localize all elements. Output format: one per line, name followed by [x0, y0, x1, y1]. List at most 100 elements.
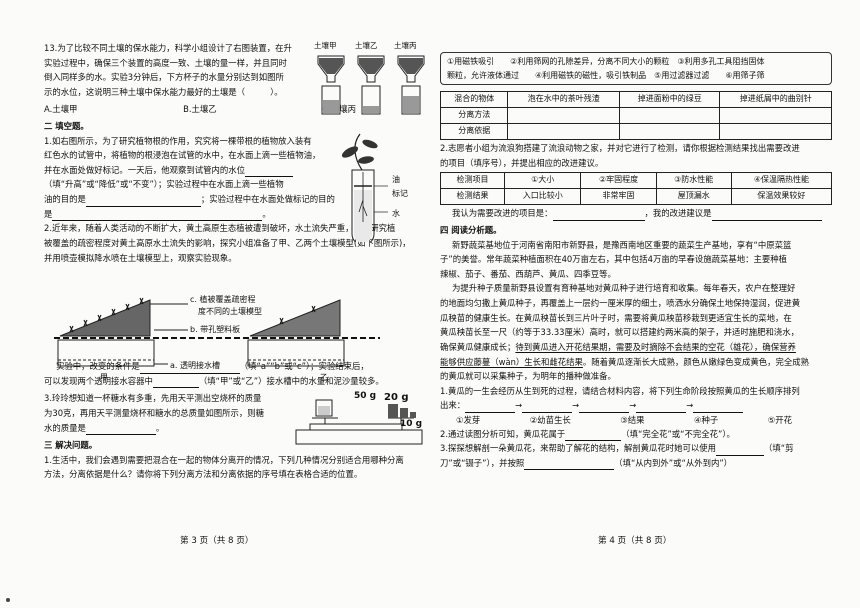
scan-speck: [6, 598, 10, 602]
right-column: ①用磁铁吸引 ②利用筛网的孔隙差异，分离不同大小的颗粒 ③利用多孔工具阻挡固体 …: [439, 52, 833, 471]
sec3-line2: 方法，分离依据是什么？请你将下列分离方法和分离依据的序号填在表格合适的位置。: [44, 469, 363, 480]
q2-3-line2: 为30克，再用天平测量烧杯和糖水的总质量如图所示，则糖: [44, 407, 265, 418]
r-q3-line1: 3.探探想解剖一朵黄瓜花，来帮助了解花的结构，解剖黄瓜花时她可以使用（填“剪: [440, 442, 832, 456]
weight-10g: 10 g: [400, 419, 422, 429]
methods-line1: ①用磁铁吸引 ②利用筛网的孔隙差异，分离不同大小的颗粒 ③利用多孔工具阻挡固体: [447, 57, 765, 66]
separation-table: 混合的物体 泡在水中的茶叶残渣 掉进面粉中的绿豆 掉进纸屑中的曲别针 分离方法 …: [439, 91, 832, 141]
q13-line4: 示的水位，这说明三种土壤中保水能力最好的土壤是（ ）。: [44, 86, 283, 97]
soil-model-figure: c. 植被覆盖疏密程 度不同的土壤模型 b. 带孔塑料板 a. 透明接水槽 甲 …: [54, 294, 380, 382]
q2-2-line5: 可以发现两个透明接水容器中（填“甲”或“乙”）接水槽中的水量和泥沙量较多。: [44, 375, 416, 389]
section3-title: 三 解决问题。: [44, 440, 98, 451]
q2-2-line3: 并用喷壶模拟降水喷在土壤模型上，观察实验现象。: [44, 252, 237, 263]
answer-cell[interactable]: [507, 123, 620, 141]
p1-line2: 子”的美誉。常年蔬菜种植面积在40万亩左右，其中包括4万亩的早春设施蔬菜基地：主…: [440, 254, 787, 265]
fig-c-label2: 度不同的土壤模型: [198, 306, 262, 316]
cup-label-yi: 土壤乙: [355, 40, 378, 50]
p2-line2: 的地面均匀撒上黄瓜种子，再覆盖上一层约一厘米厚的细土，喷洒水分确保土地保持湿润，…: [440, 298, 801, 309]
table-header-cell: 混合的物体: [439, 91, 509, 109]
table-cell: 非常牢固: [580, 188, 657, 206]
r-q2-flower: 2.通过读图分析可知，黄瓜花属于（填“完全花”或“不完全花”）。: [440, 428, 832, 442]
q13-option-b: B.土壤乙: [183, 104, 217, 115]
table-cell: 屋顶漏水: [655, 188, 732, 206]
plant-tube-figure: 油 标记 水: [341, 133, 408, 242]
q2-1-line1: 1.如右图所示，为了研究植物根的作用，究究将一棵带根的植物放入装有: [44, 135, 312, 146]
r-q3-line2: 刀”或“镊子”），并按照（填“从内到外”或“从外到内”）: [440, 457, 832, 471]
soil-cups-figure: 土壤甲 土壤乙 土壤丙: [314, 40, 425, 115]
cup-label-jia: 土壤甲: [314, 40, 337, 50]
r-q1-options: ①发芽 ②幼苗生长 ③结果 ④种子 ⑤开花: [456, 414, 792, 425]
separation-methods-box: ①用磁铁吸引 ②利用筛网的孔隙差异，分离不同大小的颗粒 ③利用多孔工具阻挡固体 …: [440, 52, 832, 86]
weight-50g: 50 g: [354, 391, 376, 401]
q13-line1: 13.为了比较不同土壤的保水能力，科学小组设计了右图装置，在升: [44, 43, 292, 53]
dog-house-table: 检测项目 ①大小 ②牢固程度 ③防水性能 ④保温隔热性能 检测结果 入口比较小 …: [440, 172, 833, 206]
p2-line6: 能够供应藤蔓（wàn）生长和雌花结果。随着黄瓜逐渐长大成熟，颜色从嫩绿色变成黄色…: [440, 356, 810, 367]
answer-cell[interactable]: [719, 107, 832, 125]
p2-line4: 黄瓜秧苗长至一尺（约等于33.33厘米）高时，就可以搭建约两米高的架子，并适时施…: [440, 327, 799, 338]
q13-line3: 倒入同样多的水。实验3分钟后，下方杯子的水量分别达到如图所: [44, 72, 284, 83]
table-cell: 检测项目: [440, 172, 505, 190]
cup-label-bing: 土壤丙: [394, 40, 417, 50]
table-header-cell: 掉进纸屑中的曲别针: [719, 91, 832, 109]
p2-line3: 瓜秧苗的健康生长。在黄瓜秧苗长到三片叶子时，需要将黄瓜秧苗移栽到更适宜生长的菜地…: [440, 312, 792, 323]
answer-cell[interactable]: [618, 123, 721, 141]
r-q1-line1: 1.黄瓜的一生会经历从生到死的过程，请结合材料内容，将下列生命阶段按照黄瓜的生长…: [440, 385, 800, 396]
q2-2-line1: 2.近年来，随着人类活动的不断扩大，黄土高原生态植被遭到破坏，水土流失严重，为了…: [44, 223, 396, 234]
q13-option-a: A.土壤甲: [44, 104, 78, 115]
table-row-label: 分离方法: [439, 107, 509, 125]
weight-20g: 20 g: [384, 392, 409, 403]
table-row: 混合的物体 泡在水中的茶叶残渣 掉进面粉中的绿豆 掉进纸屑中的曲别针: [439, 91, 832, 109]
q2-1-line6: 是。: [44, 208, 416, 222]
fig-c-label: c. 植被覆盖疏密程: [190, 294, 255, 304]
r-q1-line2: 出来：→→→→: [440, 399, 832, 413]
table-row-label: 分离依据: [439, 123, 509, 141]
q2-1-line3: 并在水面处做好标记。一天后，他观察到试管内的水位: [44, 164, 416, 178]
q2-2-line2: 被覆盖的疏密程度对黄土高原水土流失的影响，探究小组准备了甲、乙两个土壤模型(如下…: [44, 237, 411, 248]
p2-line1: 为提升种子质量新野县设置有育种基地对黄瓜种子进行培育和收集。每年春天，农户在整理…: [452, 283, 796, 294]
q2-3-line1: 3.玲玲想知道一杯糖水有多重，先用天平测出空烧杯的质量: [44, 393, 262, 404]
table-cell: 检测结果: [440, 188, 505, 206]
table-cell: ①大小: [503, 172, 582, 190]
q2-1-line2: 红色水的试管中，将植物的根浸泡在试管的水中，在水面上滴一些植物油，: [44, 150, 321, 161]
q13-options: A.土壤甲 B.土壤乙 C.土壤丙: [44, 103, 416, 117]
balance-figure: 50 g 20 g 10 g: [295, 391, 423, 445]
table-header-cell: 泡在水中的茶叶残渣: [507, 91, 620, 109]
section4-title: 四 阅读分析题。: [440, 225, 502, 236]
table-row: 检测结果 入口比较小 非常牢固 屋顶漏水 保温效果较好: [440, 188, 833, 206]
left-column: 13.为了比较不同土壤的保水能力，科学小组设计了右图装置，在升 实验过程中，确保…: [44, 42, 416, 483]
sec3-line1: 1.生活中，我们会遇到需要把混合在一起的物体分离开的情况，下列几种情况分别适合用…: [44, 454, 404, 465]
table-row: 分离依据: [439, 123, 832, 141]
fig-label-water: 水: [392, 208, 400, 218]
fig-label-mark: 标记: [392, 188, 408, 198]
table-cell: ③防水性能: [655, 172, 732, 190]
answer-cell[interactable]: [618, 107, 721, 125]
page-footer-3: 第 3 页（共 8 页）: [180, 536, 254, 546]
r-q2-line1: 2.志愿者小组为流浪狗搭建了流浪动物之家，并对它进行了检测，请你根据检测结果找出…: [440, 143, 800, 154]
q13-option-c: C.土壤丙: [322, 104, 356, 115]
r-q2-line3: 我认为需要改进的项目是：，我的改进建议是: [440, 207, 832, 222]
table-row: 检测项目 ①大小 ②牢固程度 ③防水性能 ④保温隔热性能: [440, 172, 833, 190]
table-cell: ②牢固程度: [580, 172, 657, 190]
p2-line5: 确保黄瓜健康成长；待到黄瓜进入开花结果期，需要及时摘除不会结果的空花（雄花），确…: [440, 341, 796, 352]
table-row: 分离方法: [439, 107, 832, 125]
methods-line2: 颗粒，允许液体通过 ④利用磁铁的磁性，吸引铁制品 ⑤用过滤器过滤 ⑥用筛子筛: [447, 70, 765, 80]
p1-line1: 新野蔬菜基地位于河南省南阳市新野县，是豫西南地区重要的蔬菜生产基地，享有“中原菜…: [452, 239, 792, 250]
r-q2-line2: 的项目（填序号），并提出相应的改进建议。: [440, 157, 604, 168]
q13-line2: 实验过程中，确保三个装置的高度一致、土壤的量一样，并且同时: [44, 57, 287, 68]
fig-b-label: b. 带孔塑料板: [190, 324, 240, 334]
q2-3-line3: 水的质量是。: [44, 422, 416, 436]
answer-cell[interactable]: [507, 107, 620, 125]
table-cell: ④保温隔热性能: [730, 172, 833, 190]
table-cell: 入口比较小: [503, 188, 582, 206]
q2-1-line4: （填“升高”或“降低”或“不变”）；实验过程中在水面上滴一些植物: [44, 179, 284, 190]
fig-jia-label: 甲: [100, 373, 108, 382]
table-cell: 保温效果较好: [730, 188, 833, 206]
table-header-cell: 掉进面粉中的绿豆: [618, 91, 721, 109]
page-footer-4: 第 4 页（共 8 页）: [598, 536, 672, 546]
fig-label-oil: 油: [392, 174, 400, 184]
answer-cell[interactable]: [719, 123, 832, 141]
section2-title: 二 填空题。: [44, 121, 89, 132]
p2-line7: 的黄瓜就可以采集种子，为明年的播种做准备。: [440, 371, 616, 382]
fig-yi-label: 乙: [320, 373, 328, 382]
fig-a-label: a. 透明接水槽: [170, 360, 220, 370]
